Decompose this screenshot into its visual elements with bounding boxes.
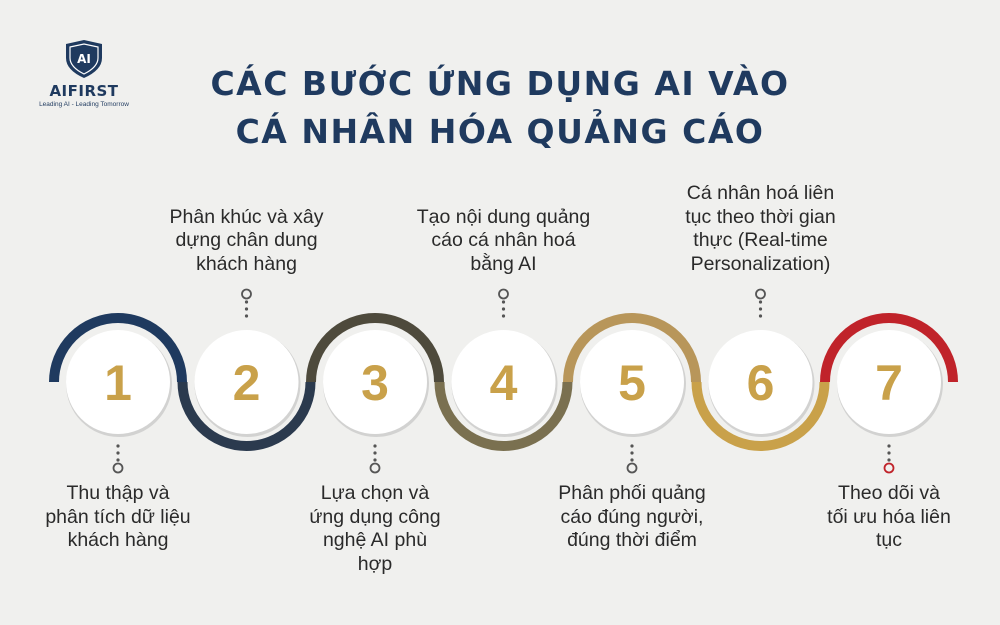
connector-dot — [244, 307, 249, 311]
step-ring-arc — [49, 313, 187, 383]
connector-dot — [373, 458, 377, 462]
connector-dot — [116, 458, 120, 462]
connector-dot — [373, 451, 377, 455]
step-label-line: dựng chân dung — [175, 229, 318, 251]
connector-ring-icon — [112, 462, 124, 474]
step-label-line: khách hàng — [196, 252, 297, 275]
step-label-line: Thu thập và — [66, 482, 170, 504]
step-label-line: khách hàng — [67, 529, 169, 551]
connector-dot — [116, 451, 120, 455]
step-ring-arc — [563, 313, 701, 383]
logo-tagline: Leading AI - Leading Tomorrow — [39, 101, 129, 108]
logo-brand: AIFIRST — [49, 82, 119, 100]
step-number: 6 — [747, 355, 775, 411]
connector-ring-icon — [241, 288, 252, 300]
connector-dot — [758, 300, 763, 304]
connector-dot — [630, 458, 634, 462]
step-circle — [708, 330, 813, 434]
connector-dot — [630, 444, 634, 448]
step-1: 1 — [49, 313, 187, 474]
step-circle — [66, 330, 170, 434]
step-circle — [194, 330, 299, 434]
connector-dot — [887, 444, 891, 448]
step-circle — [323, 330, 427, 434]
connector-dot — [887, 458, 891, 462]
page-title-line-1: CÁC BƯỚC ỨNG DỤNG AI VÀO — [210, 64, 790, 103]
step-7: 7 — [820, 313, 958, 474]
connector-dot — [501, 307, 506, 311]
step-label-line: hợp — [357, 552, 393, 575]
step-number: 4 — [490, 355, 518, 411]
shield-icon: AI — [66, 40, 102, 78]
step-circle — [837, 330, 941, 434]
step-label-line: Cá nhân hoá liên — [686, 182, 835, 204]
connector-dot — [244, 314, 249, 318]
step-3: 3 — [306, 313, 444, 474]
logo: AI AIFIRST Leading AI - Leading Tomorrow — [24, 38, 144, 108]
step-label-line: đúng thời điểm — [567, 529, 697, 551]
connector-dot — [501, 300, 506, 304]
step-label-line: cáo cá nhân hoá — [431, 229, 576, 251]
step-label-line: Lựa chọn và — [320, 482, 430, 504]
connector-dot — [758, 314, 763, 318]
step-number: 7 — [875, 355, 903, 411]
step-4: 4 — [434, 288, 573, 451]
step-label-line: phân tích dữ liệu — [45, 505, 191, 528]
connector-dot — [758, 307, 763, 311]
step-label-line: tối ưu hóa liên — [827, 505, 951, 528]
logo-monogram: AI — [77, 52, 91, 66]
connector-dot — [116, 444, 120, 448]
connector-ring-icon — [369, 462, 381, 474]
step-ring-arc — [306, 313, 444, 383]
connector-ring-icon — [755, 288, 766, 300]
step-ring-arc — [434, 381, 573, 451]
step-number: 1 — [104, 355, 132, 411]
connector-dot — [373, 444, 377, 448]
step-label-line: nghệ AI phù — [322, 529, 428, 551]
step-label-line: bằng AI — [470, 252, 537, 275]
connector-ring-icon — [883, 462, 895, 474]
connector-dot — [501, 314, 506, 318]
step-ring-arc — [691, 381, 830, 451]
step-label-line: Personalization) — [690, 252, 831, 275]
step-label-line: Phân phối quảng — [558, 482, 706, 504]
connector-dot — [244, 300, 249, 304]
step-number: 3 — [361, 355, 389, 411]
connector-dot — [630, 451, 634, 455]
step-ring-arc — [820, 313, 958, 383]
step-label-line: tục theo thời gian — [685, 205, 836, 228]
connector-dot — [887, 451, 891, 455]
step-label-line: Tạo nội dung quảng — [416, 205, 591, 228]
step-label-line: thực (Real-time — [693, 229, 828, 251]
step-label-line: Phân khúc và xây — [169, 205, 324, 228]
step-circle — [580, 330, 684, 434]
page-title-line-2: CÁ NHÂN HÓA QUẢNG CÁO — [235, 112, 765, 151]
step-circle — [451, 330, 556, 434]
step-number: 2 — [233, 355, 261, 411]
step-ring-arc — [177, 381, 316, 451]
connector-ring-icon — [626, 462, 638, 474]
connector-ring-icon — [498, 288, 509, 300]
step-label-line: tục — [875, 529, 902, 551]
step-label-line: ứng dụng công — [309, 505, 441, 528]
step-2: 2 — [177, 288, 316, 451]
step-label-line: cáo đúng người, — [560, 505, 704, 528]
step-6: 6 — [691, 288, 830, 451]
step-5: 5 — [563, 313, 701, 474]
step-number: 5 — [618, 355, 646, 411]
step-label-line: Theo dõi và — [838, 482, 940, 504]
